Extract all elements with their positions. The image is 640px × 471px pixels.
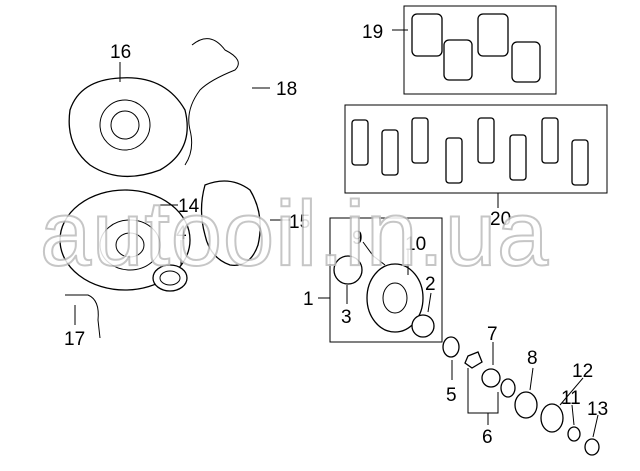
watermark: autooil.in.ua — [40, 183, 549, 285]
abs-sensor-wire — [184, 38, 239, 166]
small-parts — [442, 336, 600, 456]
callout-10: 10 — [405, 234, 426, 255]
brake-pads — [411, 13, 541, 83]
callout-15: 15 — [289, 212, 310, 233]
oil-seal — [152, 264, 188, 292]
callout-9: 9 — [352, 228, 363, 249]
hub-assembly-box — [329, 217, 443, 343]
pad-kit-box — [403, 5, 557, 95]
callout-16: 16 — [110, 42, 131, 63]
callout-5: 5 — [446, 385, 457, 406]
shim-kit-box — [344, 104, 608, 194]
callout-8: 8 — [527, 348, 538, 369]
callout-1: 1 — [303, 289, 314, 310]
callout-2: 2 — [425, 274, 436, 295]
callout-3: 3 — [341, 307, 352, 328]
callout-labels: 16 18 19 20 14 15 4 9 10 1 2 3 17 7 8 12… — [64, 22, 608, 448]
leader-lines — [74, 29, 599, 438]
callout-6: 6 — [482, 427, 493, 448]
callout-14: 14 — [178, 196, 200, 217]
brake-caliper — [200, 180, 261, 266]
callout-18: 18 — [276, 79, 297, 100]
callout-12: 12 — [572, 361, 593, 382]
callout-17: 17 — [64, 329, 85, 350]
axle-hub — [333, 254, 435, 338]
dust-shield — [68, 77, 188, 178]
brake-rotor — [59, 189, 191, 291]
brake-hose — [65, 294, 101, 339]
callout-7: 7 — [487, 324, 498, 345]
callout-4: 4 — [176, 223, 187, 244]
callout-11: 11 — [561, 388, 581, 409]
callout-13: 13 — [587, 399, 608, 420]
callout-20: 20 — [490, 209, 511, 230]
anti-squeal-shims — [351, 117, 589, 186]
callout-19: 19 — [362, 22, 383, 43]
